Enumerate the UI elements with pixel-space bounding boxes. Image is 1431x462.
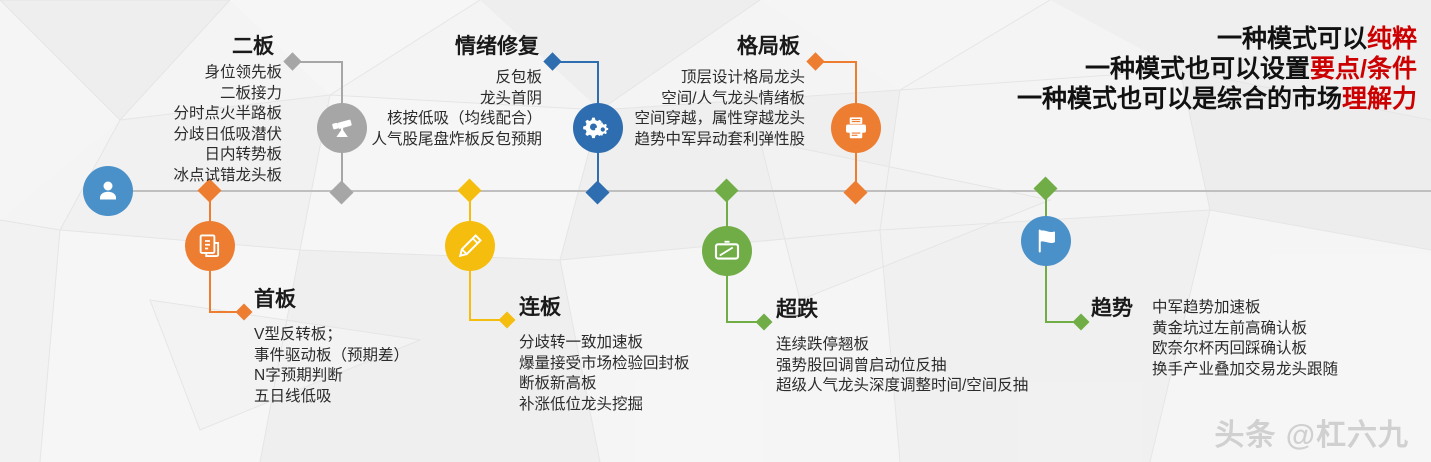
node-line: 日内转势板 — [204, 146, 282, 163]
connector-horizontal — [469, 319, 507, 321]
node-title: 连板 — [519, 296, 561, 319]
node-line: 补涨低位龙头挖掘 — [519, 395, 644, 413]
connector-horizontal — [295, 61, 343, 63]
node-line: 换手产业叠加交易龙头跟随 — [1152, 360, 1339, 378]
node-line: 欧奈尔杯丙回踩确认板 — [1152, 340, 1308, 357]
headline-accent: 要点/条件 — [1310, 55, 1417, 83]
node-line: 人气股尾盘炸板反包预期 — [371, 130, 542, 148]
node-lines: 身位领先板 二板接力 分时点火半路板 分歧日低吸潜伏 日内转势板 冰点试错龙头板 — [20, 63, 282, 186]
node-line: 核按低吸（均线配合） — [386, 110, 542, 127]
node-line: 趋势中军异动套利弹性股 — [634, 130, 805, 148]
node-line: 空间/人气龙头情绪板 — [661, 89, 805, 107]
node-lines: 反包板 龙头首阴 核按低吸（均线配合） 人气股尾盘炸板反包预期 — [280, 68, 542, 150]
connector-diamond — [283, 52, 302, 71]
connector-horizontal — [555, 61, 599, 63]
timeline-axis — [95, 190, 1431, 192]
node-title: 超跌 — [776, 298, 818, 321]
document-icon — [185, 221, 235, 271]
connector-horizontal — [209, 311, 244, 313]
person-icon — [83, 166, 133, 216]
headline-line-1: 一种模式可以纯粹 — [1017, 24, 1417, 54]
node-title: 情绪修复 — [455, 35, 539, 58]
connector-horizontal — [1045, 321, 1081, 323]
node-line: 五日线低吸 — [254, 387, 332, 405]
node-line: 空间穿越，属性穿越龙头 — [634, 110, 805, 127]
node-line: 顶层设计格局龙头 — [680, 69, 805, 86]
headline-accent: 纯粹 — [1366, 25, 1417, 53]
node-lines: 连续跌停翘板 强势股回调曾启动位反抽 超级人气龙头深度调整时间/空间反抽 — [776, 335, 1028, 397]
node-line: 中军趋势加速板 — [1152, 299, 1261, 316]
headline-line-2: 一种模式也可以设置要点/条件 — [1017, 54, 1417, 84]
node-title: 二板 — [232, 35, 274, 58]
connector-diamond — [1072, 313, 1090, 331]
printer-icon — [831, 103, 881, 153]
connector-diamond — [235, 303, 253, 321]
axis-diamond — [329, 180, 354, 205]
node-line: 二板接力 — [219, 84, 282, 102]
node-lines: 中军趋势加速板 黄金坑过左前高确认板 欧奈尔杯丙回踩确认板 换手产业叠加交易龙头… — [1152, 298, 1338, 380]
node-line: 反包板 — [495, 69, 542, 86]
connector-horizontal — [726, 321, 764, 323]
pencil-icon — [445, 221, 495, 271]
headline-plain: 一种模式也可以是综合的市场 — [1016, 85, 1342, 113]
node-lines: 分歧转一致加速板 爆量接受市场检验回封板 断板新高板 补涨低位龙头挖掘 — [519, 333, 690, 415]
node-lines: V型反转板； 事件驱动板（预期差） N字预期判断 五日线低吸 — [254, 325, 409, 407]
node-line: 强势股回调曾启动位反抽 — [776, 356, 947, 374]
node-line: 黄金坑过左前高确认板 — [1152, 319, 1308, 337]
axis-diamond — [843, 180, 868, 205]
node-line: 断板新高板 — [519, 375, 597, 392]
node-title: 趋势 — [1091, 297, 1133, 320]
node-line: 超级人气龙头深度调整时间/空间反抽 — [776, 377, 1029, 394]
connector-diamond — [755, 313, 773, 331]
node-line: N字预期判断 — [254, 367, 343, 384]
node-line: 分歧日低吸潜伏 — [173, 125, 282, 143]
node-line: 分时点火半路板 — [173, 105, 282, 122]
flag-icon — [1021, 216, 1071, 266]
connector-diamond — [498, 311, 516, 329]
headline-accent: 理解力 — [1341, 85, 1417, 113]
connector-horizontal — [818, 61, 857, 63]
node-line: 分歧转一致加速板 — [519, 334, 644, 351]
connector-diamond — [806, 52, 825, 71]
node-line: 身位领先板 — [204, 64, 282, 81]
watermark: 头条 @杠六九 — [1214, 419, 1409, 452]
gears-icon — [573, 103, 623, 153]
node-title: 首板 — [254, 288, 296, 311]
axis-diamond — [585, 180, 610, 205]
node-line: 连续跌停翘板 — [776, 336, 870, 353]
node-title: 格局板 — [737, 35, 800, 58]
node-line: 事件驱动板（预期差） — [254, 346, 410, 364]
axis-diamond — [1033, 176, 1058, 201]
node-line: 爆量接受市场检验回封板 — [519, 354, 690, 372]
axis-diamond — [714, 178, 739, 203]
headline-plain: 一种模式也可以设置 — [1085, 55, 1311, 83]
node-line: 冰点试错龙头板 — [173, 166, 282, 184]
telescope-icon — [317, 103, 367, 153]
headline-plain: 一种模式可以 — [1216, 25, 1367, 53]
node-line: V型反转板； — [254, 326, 342, 343]
node-lines: 顶层设计格局龙头 空间/人气龙头情绪板 空间穿越，属性穿越龙头 趋势中军异动套利… — [540, 68, 805, 150]
headline: 一种模式可以纯粹 一种模式也可以设置要点/条件 一种模式也可以是综合的市场理解力 — [1017, 24, 1417, 114]
node-line: 龙头首阴 — [479, 89, 542, 107]
axis-diamond — [457, 178, 482, 203]
headline-line-3: 一种模式也可以是综合的市场理解力 — [1017, 84, 1417, 114]
connector-diamond — [543, 52, 562, 71]
picture-icon — [702, 226, 752, 276]
